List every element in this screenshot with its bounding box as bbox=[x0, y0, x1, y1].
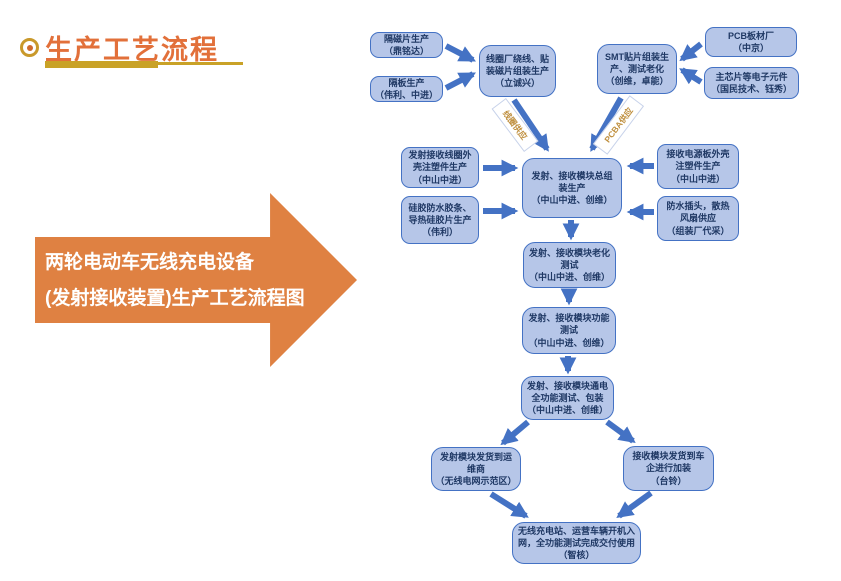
node-aging-test: 发射、接收模块老化 测试 （中山中进、创维） bbox=[523, 242, 616, 288]
node-silicone: 硅胶防水胶条、 导热硅胶片生产 （伟利） bbox=[401, 196, 479, 244]
node-coil-factory: 线圈厂绕线、贴 装磁片组装生产 （立诚兴） bbox=[479, 45, 556, 97]
bullet-icon bbox=[20, 38, 39, 57]
node-tx-ship: 发射模块发货到运 维商 （无线电网示范区） bbox=[431, 447, 521, 491]
node-assembly: 发射、接收模块总组 装生产 （中山中进、创维） bbox=[522, 158, 622, 218]
node-full-test: 发射、接收模块通电 全功能测试、包装 （中山中进、创维） bbox=[521, 376, 614, 420]
node-rx-power-shell: 接收电源板外壳 注塑件生产 （中山中进） bbox=[657, 144, 739, 189]
page-title: 生产工艺流程 bbox=[45, 35, 219, 65]
node-final: 无线充电站、运营车辆开机入 网，全功能测试完成交付使用 （智核） bbox=[512, 522, 641, 564]
banner-line-2: (发射接收装置)生产工艺流程图 bbox=[45, 287, 305, 309]
node-rx-ship: 接收模块发货到车 企进行加装 （台铃） bbox=[623, 446, 714, 491]
node-partition: 隔板生产 （伟利、中进） bbox=[370, 76, 443, 102]
node-smt: SMT贴片组装生 产、测试老化 （创维，卓能） bbox=[597, 44, 677, 94]
title-underline-line bbox=[158, 62, 243, 65]
node-chips: 主芯片等电子元件 （国民技术、钰秀） bbox=[704, 67, 799, 99]
banner-line-1: 两轮电动车无线充电设备 bbox=[45, 251, 255, 273]
node-pcb: PCB板材厂 （中京） bbox=[705, 27, 797, 57]
node-tx-coil-shell: 发射接收线圈外 壳注塑件生产 （中山中进） bbox=[401, 147, 479, 188]
node-plug-fan: 防水插头，散热 风扇供应 （组装厂代采） bbox=[657, 196, 739, 241]
title-underline-bar bbox=[45, 61, 158, 68]
node-function-test: 发射、接收模块功能 测试 （中山中进、创维） bbox=[522, 307, 616, 354]
node-magnet-sheet: 隔磁片生产 （鼎铭达） bbox=[370, 32, 443, 58]
